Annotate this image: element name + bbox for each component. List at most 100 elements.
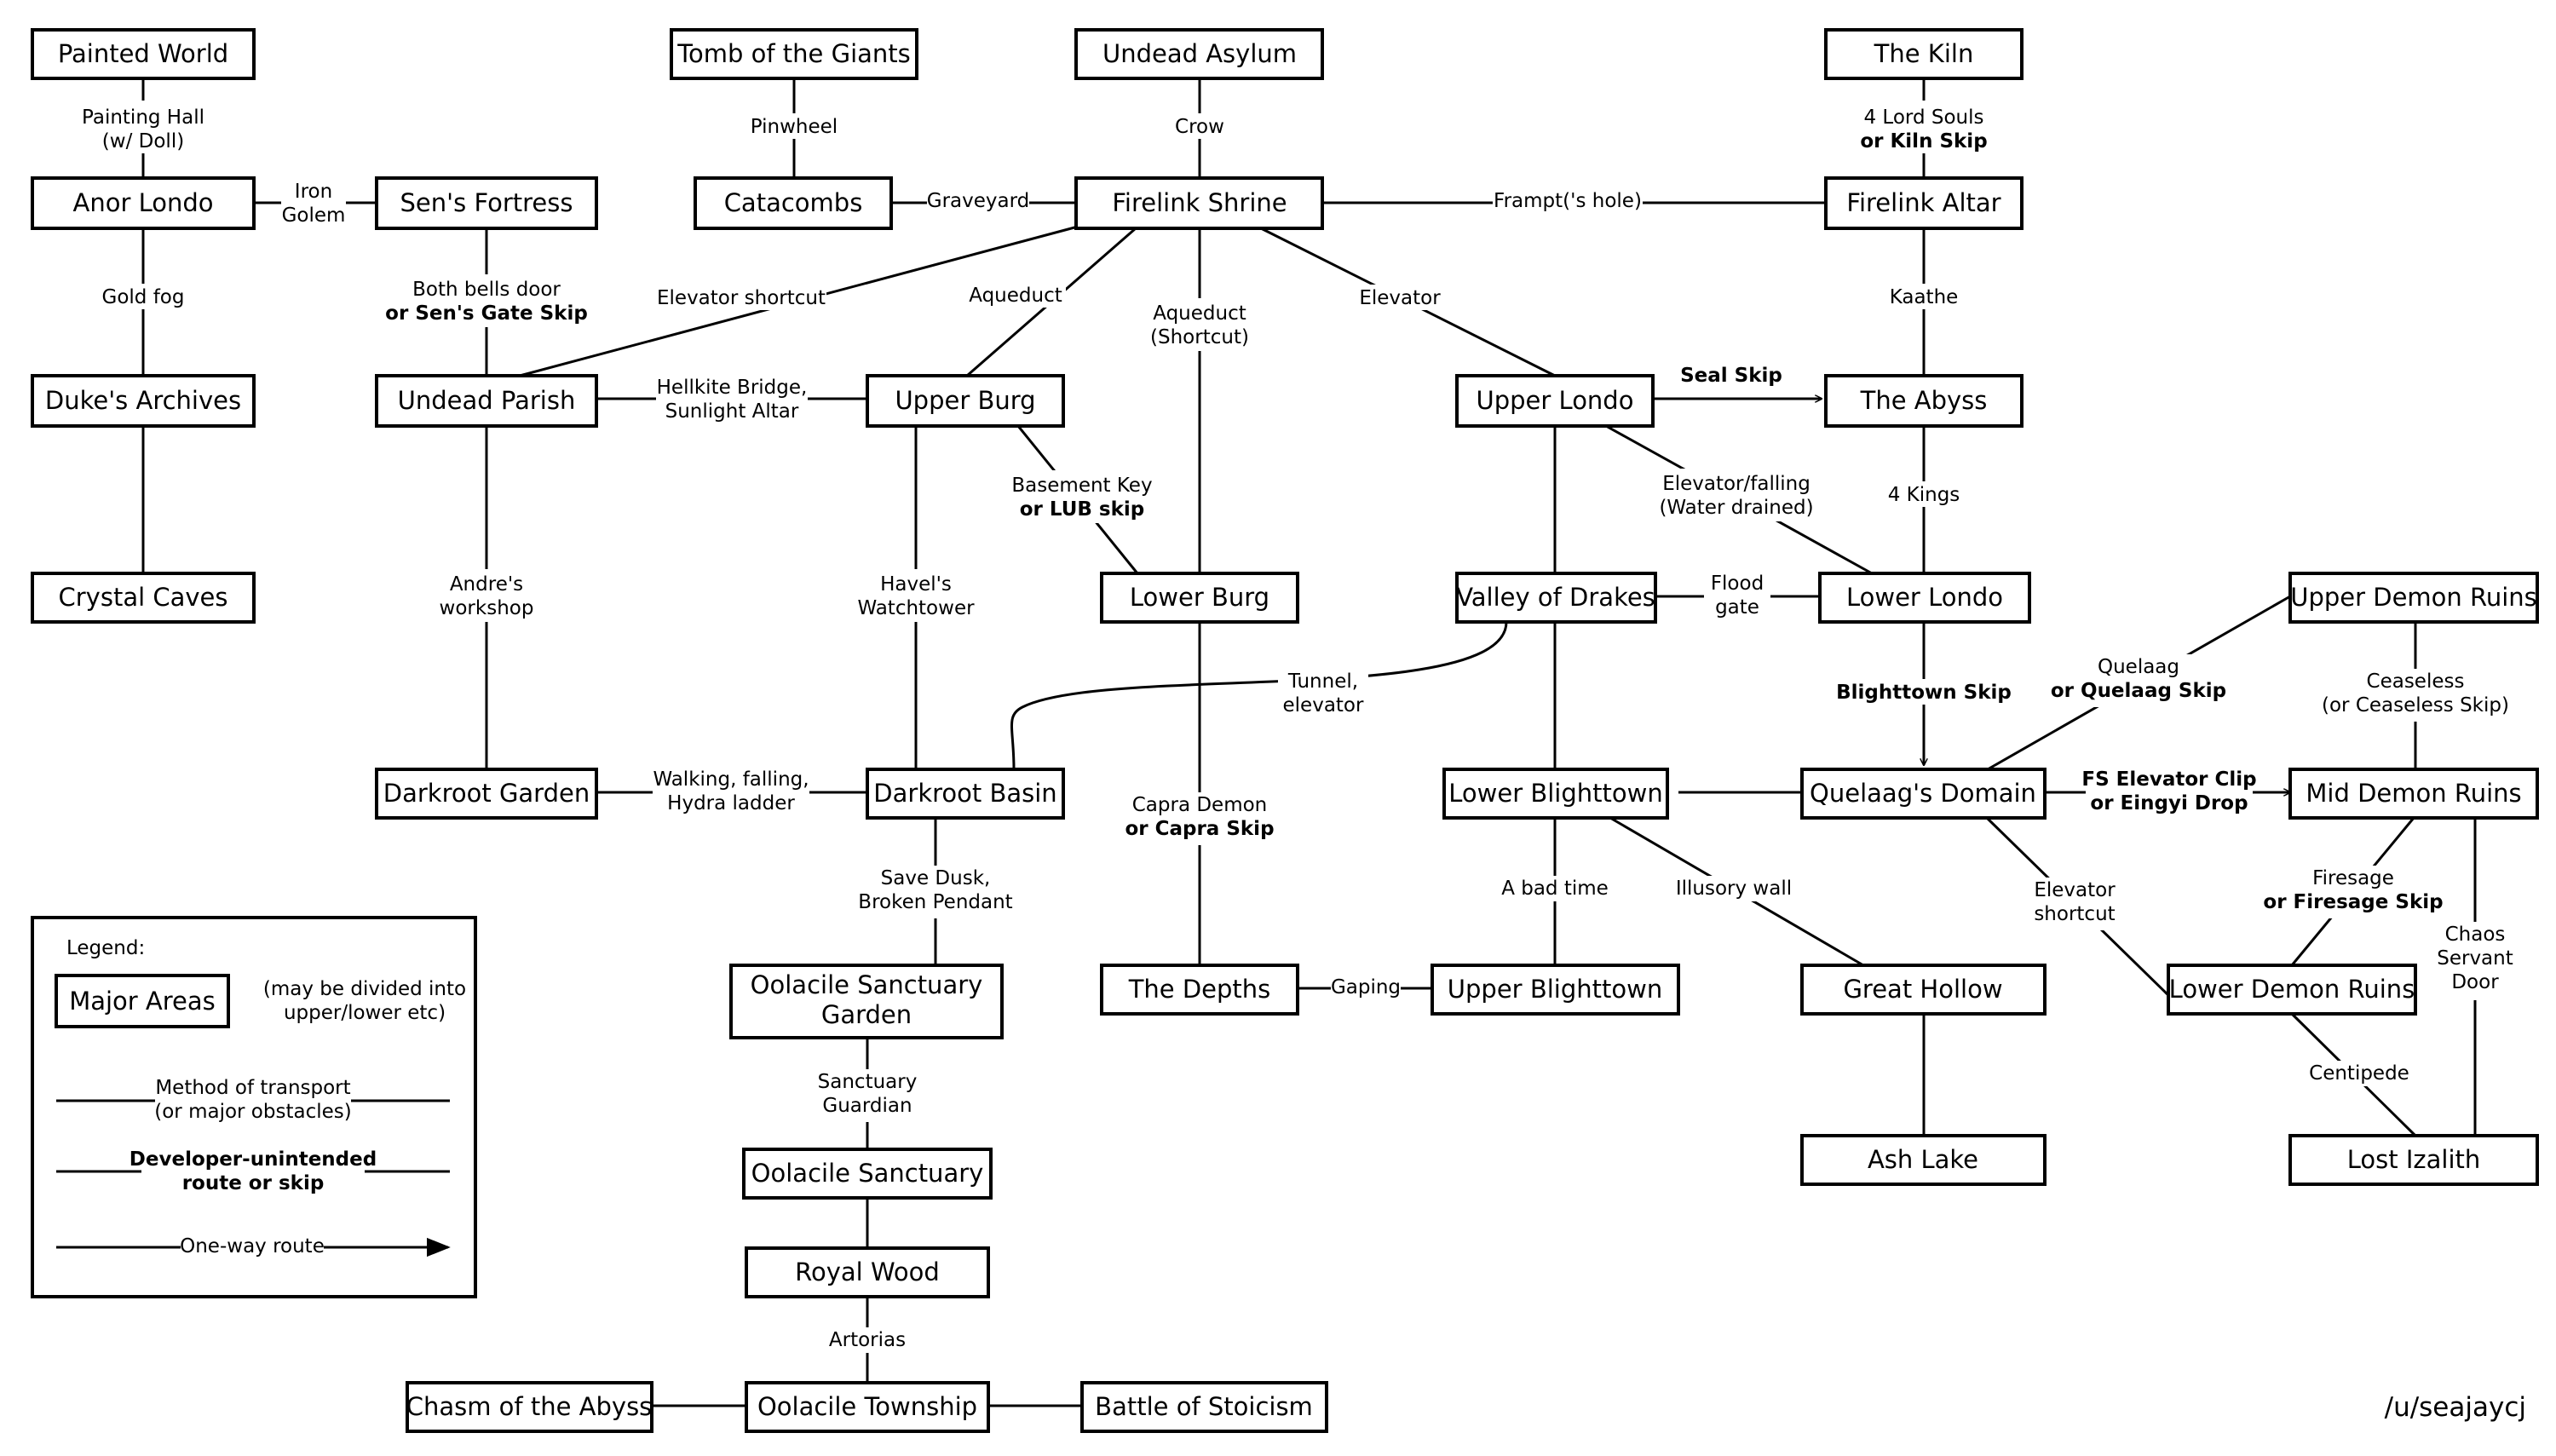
svg-text:Undead Asylum: Undead Asylum (1102, 39, 1297, 68)
svg-text:Great Hollow: Great Hollow (1843, 975, 2002, 1004)
svg-text:Painted World: Painted World (58, 39, 228, 68)
svg-text:route or skip: route or skip (182, 1172, 325, 1194)
svg-text:Lower Londo: Lower Londo (1846, 583, 2003, 612)
legend-major-areas: Major Areas (55, 974, 230, 1028)
label-capra-demon: Capra Demon (1132, 794, 1268, 816)
node-the-depths: The Depths (1100, 964, 1299, 1016)
svg-text:(w/ Doll): (w/ Doll) (102, 130, 184, 153)
legend-one-way-label: One-way route (180, 1235, 325, 1257)
label-elevator-falling: Elevator/falling (1662, 473, 1810, 495)
label-iron-golem: Iron (295, 181, 332, 203)
svg-text:Undead Parish: Undead Parish (398, 386, 576, 415)
node-sens-fortress: Sen's Fortress (375, 176, 598, 230)
svg-text:or Kiln Skip: or Kiln Skip (1860, 130, 1987, 153)
label-kiln-requirement: 4 Lord Souls (1863, 106, 1983, 129)
svg-text:Crystal Caves: Crystal Caves (59, 583, 228, 612)
label-blighttown-skip: Blighttown Skip (1836, 682, 2012, 704)
svg-text:Oolacile Sanctuary: Oolacile Sanctuary (751, 970, 983, 999)
label-gaping: Gaping (1331, 976, 1401, 998)
label-bad-time: A bad time (1501, 878, 1609, 900)
svg-text:Royal Wood: Royal Wood (795, 1257, 940, 1286)
label-kaathe: Kaathe (1890, 286, 1959, 308)
svg-text:Ash Lake: Ash Lake (1868, 1145, 1978, 1174)
node-undead-parish: Undead Parish (375, 374, 598, 428)
svg-text:Quelaag's Domain: Quelaag's Domain (1810, 779, 2036, 808)
svg-text:Oolacile Sanctuary: Oolacile Sanctuary (751, 1159, 984, 1188)
svg-text:or Firesage Skip: or Firesage Skip (2263, 891, 2443, 913)
svg-text:(or major obstacles): (or major obstacles) (154, 1101, 351, 1123)
author-credit: /u/seajaycj (2385, 1392, 2526, 1423)
node-oolacile-township: Oolacile Township (745, 1381, 990, 1433)
svg-text:Servant: Servant (2437, 947, 2513, 970)
svg-text:upper/lower etc): upper/lower etc) (284, 1002, 446, 1024)
label-bells-door: Both bells door (412, 279, 561, 301)
legend-transport-label: Method of transport (155, 1077, 350, 1099)
svg-text:Catacombs: Catacombs (724, 188, 863, 217)
svg-text:Door: Door (2451, 971, 2499, 993)
node-undead-asylum: Undead Asylum (1074, 28, 1324, 80)
svg-text:Upper Burg: Upper Burg (895, 386, 1035, 415)
node-ash-lake: Ash Lake (1800, 1134, 2047, 1186)
legend-unintended-label: Developer-unintended (130, 1148, 377, 1171)
label-illusory-wall: Illusory wall (1676, 878, 1792, 900)
edge-valley-basin (1010, 621, 1508, 770)
node-the-abyss: The Abyss (1824, 374, 2024, 428)
label-hellkite-bridge: Hellkite Bridge, (657, 377, 808, 399)
svg-text:elevator: elevator (1283, 694, 1364, 716)
label-centipede: Centipede (2309, 1062, 2409, 1085)
label-andres-workshop: Andre's (450, 573, 523, 596)
label-havels-watchtower: Havel's (880, 573, 952, 596)
label-crow: Crow (1175, 116, 1224, 138)
svg-text:shortcut: shortcut (2034, 903, 2115, 925)
label-fs-elevator-clip: FS Elevator Clip (2081, 768, 2256, 791)
node-firelink-shrine: Firelink Shrine (1074, 176, 1324, 230)
label-elevator-shortcut-demon: Elevator (2034, 879, 2116, 901)
label-four-kings: 4 Kings (1888, 484, 1960, 506)
node-royal-wood: Royal Wood (745, 1246, 990, 1298)
node-crystal-caves: Crystal Caves (31, 572, 256, 624)
svg-text:Valley of Drakes: Valley of Drakes (1456, 583, 1655, 612)
node-upper-londo: Upper Londo (1455, 374, 1655, 428)
node-oolacile-sanctuary-garden: Oolacile Sanctuary Garden (729, 964, 1004, 1039)
svg-text:Sunlight Altar: Sunlight Altar (665, 400, 799, 423)
svg-text:Upper Blighttown: Upper Blighttown (1448, 975, 1662, 1004)
svg-text:gate: gate (1715, 596, 1759, 619)
label-graveyard: Graveyard (927, 190, 1030, 212)
node-the-kiln: The Kiln (1824, 28, 2024, 80)
svg-text:Sen's Fortress: Sen's Fortress (400, 188, 573, 217)
svg-text:Lower Demon Ruins: Lower Demon Ruins (2169, 975, 2415, 1004)
node-darkroot-garden: Darkroot Garden (375, 768, 598, 820)
label-chaos-servant: Chaos (2445, 924, 2506, 946)
node-great-hollow: Great Hollow (1800, 964, 2047, 1016)
label-ceaseless: Ceaseless (2367, 670, 2465, 693)
svg-text:Chasm of the Abyss: Chasm of the Abyss (406, 1392, 653, 1421)
svg-text:Firelink Shrine: Firelink Shrine (1112, 188, 1287, 217)
svg-text:Lower Blighttown: Lower Blighttown (1448, 779, 1662, 808)
svg-text:Oolacile Township: Oolacile Township (757, 1392, 977, 1421)
node-quelaags-domain: Quelaag's Domain (1800, 768, 2047, 820)
node-darkroot-basin: Darkroot Basin (866, 768, 1065, 820)
node-catacombs: Catacombs (694, 176, 893, 230)
svg-text:Darkroot Basin: Darkroot Basin (873, 779, 1056, 808)
node-lower-londo: Lower Londo (1818, 572, 2031, 624)
svg-text:workshop: workshop (440, 597, 534, 619)
svg-text:Guardian: Guardian (822, 1095, 912, 1117)
svg-text:Watchtower: Watchtower (857, 597, 975, 619)
legend-divided-note: (may be divided into (263, 978, 466, 1000)
label-basement-key: Basement Key (1011, 475, 1152, 497)
node-lower-burg: Lower Burg (1100, 572, 1299, 624)
svg-text:The Abyss: The Abyss (1860, 386, 1988, 415)
svg-text:Duke's Archives: Duke's Archives (45, 386, 241, 415)
svg-text:Hydra ladder: Hydra ladder (667, 792, 795, 814)
label-elevator-shortcut: Elevator shortcut (657, 287, 826, 309)
svg-text:Firelink Altar: Firelink Altar (1846, 188, 2000, 217)
svg-text:Mid Demon Ruins: Mid Demon Ruins (2306, 779, 2521, 808)
svg-text:Tomb of the Giants: Tomb of the Giants (676, 39, 911, 68)
node-lower-blighttown: Lower Blighttown (1442, 768, 1669, 820)
node-firelink-altar: Firelink Altar (1824, 176, 2024, 230)
svg-text:The Kiln: The Kiln (1874, 39, 1974, 68)
node-tomb-of-the-giants: Tomb of the Giants (670, 28, 918, 80)
legend-title: Legend: (66, 937, 145, 959)
label-aqueduct: Aqueduct (969, 285, 1062, 307)
label-elevator: Elevator (1359, 287, 1441, 309)
